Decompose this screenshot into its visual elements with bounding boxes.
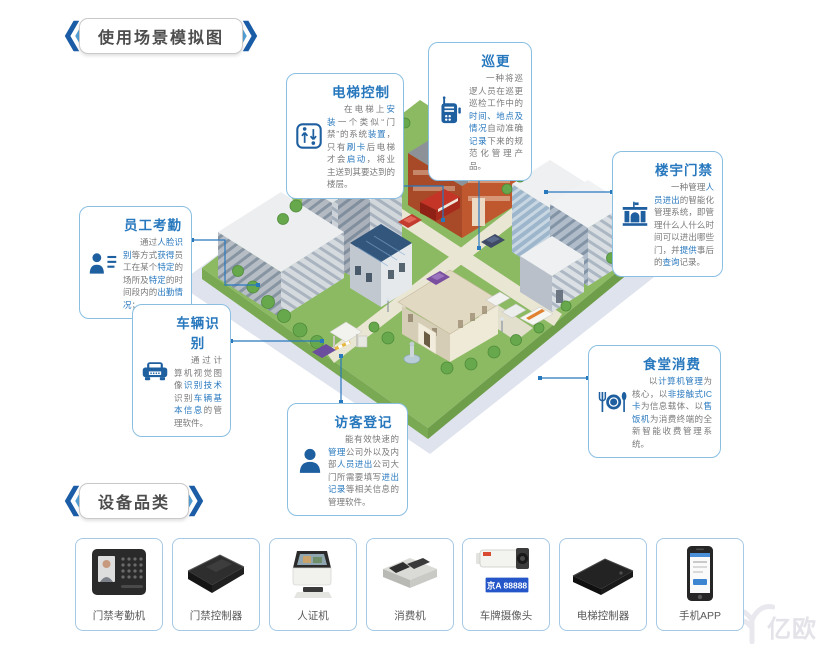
product-label: 门禁考勤机 [92, 610, 146, 622]
callout-employee-attendance: 员工考勤 通过人脸识别等方式获得员工在某个特定的场所及特定的时间段内的出勤情况； [79, 206, 192, 320]
callout-desc: 一种将巡逻人员在巡更巡检工作中的时间、地点及情况自动准确记录下来的规范化管理产品… [469, 73, 523, 172]
id-verification-machine-image [292, 551, 332, 598]
devices-banner: 设备品类 [64, 483, 204, 519]
callout-visitor-registration: 访客登记 能有效快速的管理公司外以及内部人员进出公司大门所需要填写进出记录等相关… [287, 403, 408, 517]
ambulance [519, 306, 554, 326]
callout-desc: 以计算机管理为核心，以非接触式IC卡为信息载体、以售饭机为消费终端的全新智能收费… [632, 376, 712, 449]
product-card-access-controller: 门禁控制器 [172, 538, 260, 631]
callout-desc: 通过人脸识别等方式获得员工在某个特定的场所及特定的时间段内的出勤情况； [123, 237, 183, 310]
product-card-id-verification: 人证机 [269, 538, 357, 631]
purple-car [426, 271, 450, 285]
access-controller-image [187, 554, 245, 593]
yiou-watermark-text: 亿欧 [767, 616, 817, 643]
callout-title: 电梯控制 [332, 85, 390, 100]
product-label: 人证机 [297, 610, 329, 622]
blue-roof-building [350, 224, 412, 307]
product-label: 门禁控制器 [189, 610, 243, 622]
product-card-plate-camera: 京A 88888 车牌摄像头 [462, 538, 550, 631]
product-label: 车牌摄像头 [479, 610, 533, 622]
visitor-icon [296, 447, 323, 473]
building-access-icon [621, 201, 649, 227]
parked-cars [485, 291, 527, 319]
vehicle-icon [141, 360, 169, 382]
callout-title: 车辆识别 [176, 316, 220, 351]
product-label: 消费机 [394, 610, 426, 622]
callout-title: 楼宇门禁 [655, 163, 713, 178]
product-card-mobile-app: 手机APP [656, 538, 744, 631]
yiou-watermark: 亿欧 [729, 596, 817, 644]
red-car [398, 214, 422, 228]
callout-title: 访客登记 [334, 415, 393, 430]
product-card-attendance-machine: 门禁考勤机 [75, 538, 163, 631]
license-plate-text: 京A 88888 [487, 581, 528, 591]
canteen-icon [597, 389, 627, 415]
devices-banner-title: 设备品类 [79, 483, 190, 519]
elevator-controller-image [572, 558, 634, 595]
product-card-consumption-machine: 消费机 [366, 538, 454, 631]
attendance-icon [88, 251, 118, 275]
callout-title: 巡更 [481, 54, 511, 69]
product-card-elevator-controller: 电梯控制器 [559, 538, 647, 631]
suv-car [481, 234, 505, 248]
callout-desc: 一种管理人员进出的智能化管理系统，即管理什么人什么时间可以进出哪些门，并提供事后… [654, 182, 714, 268]
street-lamps [386, 297, 504, 332]
product-label: 电梯控制器 [576, 610, 630, 622]
scene-banner-title: 使用场景模拟图 [79, 18, 244, 54]
callout-vehicle-recognition: 车辆识别 通过计算机视觉图像识别技术识别车辆基本信息的管理软件。 [132, 304, 231, 438]
attendance-machine-image [92, 549, 146, 595]
plate-camera-image: 京A 88888 [476, 548, 530, 594]
product-label: 手机APP [678, 610, 721, 622]
callout-elevator-control: 电梯控制 在电梯上安装一个类似“门禁”的系统装置，只有刷卡后电梯才会启动，将业主… [286, 73, 404, 200]
callout-title: 员工考勤 [124, 218, 182, 233]
office-building-small [520, 236, 584, 312]
callout-desc: 在电梯上安装一个类似“门禁”的系统装置，只有刷卡后电梯才会启动，将业主送到其要达… [327, 104, 396, 190]
callout-title: 食堂消费 [643, 357, 701, 372]
callout-desc: 能有效快速的管理公司外以及内部人员进出公司大门所需要填写进出记录等相关信息的管理… [328, 434, 399, 507]
consumption-machine-image [383, 558, 437, 588]
elevator-icon [295, 122, 322, 150]
callout-building-access: 楼宇门禁 一种管理人员进出的智能化管理系统，即管理什么人什么时间可以进出哪些门，… [612, 151, 723, 278]
patrol-icon [437, 95, 464, 127]
callout-desc: 通过计算机视觉图像识别技术识别车辆基本信息的管理软件。 [174, 355, 222, 428]
vehicles [312, 189, 554, 358]
gate-car [312, 344, 336, 358]
mobile-app-image [687, 546, 713, 601]
fountain [403, 341, 421, 364]
callout-patrol: 巡更 一种将巡逻人员在巡更巡检工作中的时间、地点及情况自动准确记录下来的规范化管… [428, 42, 532, 181]
scene-banner: 使用场景模拟图 [64, 18, 258, 54]
callout-canteen-consumption: 食堂消费 以计算机管理为核心，以非接触式IC卡为信息载体、以售饭机为消费终端的全… [588, 345, 721, 459]
